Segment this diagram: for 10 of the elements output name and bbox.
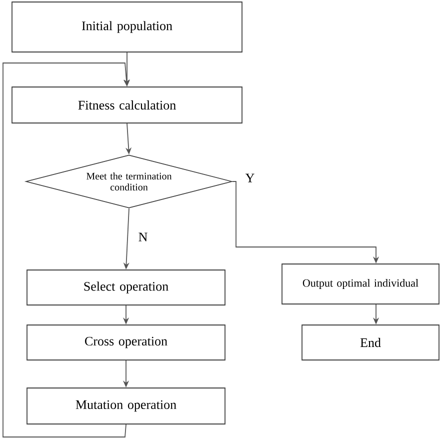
process-box: Fitness calculation bbox=[12, 86, 242, 124]
process-box: End bbox=[302, 324, 440, 360]
edge-label: N bbox=[137, 232, 149, 242]
arrow bbox=[2, 62, 130, 438]
process-box: Mutation operation bbox=[26, 388, 226, 424]
process-box: Output optimal individual bbox=[282, 264, 440, 304]
process-box: Cross operation bbox=[26, 324, 226, 360]
edge-label: Y bbox=[244, 172, 256, 184]
process-box: Select operation bbox=[26, 270, 226, 306]
process-box: Initial population bbox=[12, 2, 242, 52]
